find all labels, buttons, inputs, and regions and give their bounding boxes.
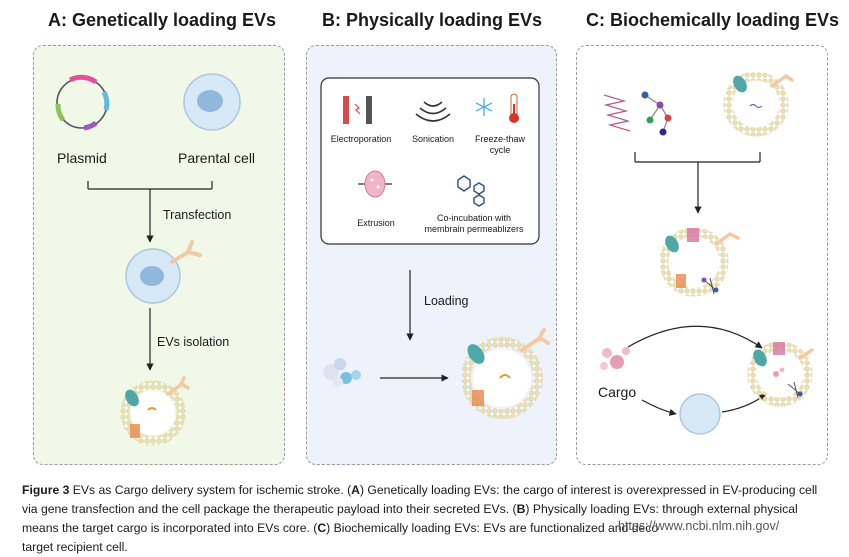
electroporation-label: Electroporation: [330, 134, 392, 144]
panel-b-title: B: Physically loading EVs: [322, 10, 543, 30]
panel-a-connector: [87, 181, 213, 371]
ev-c-functionalized-icon: [659, 227, 740, 297]
panel-c-title: C: Biochemically loading EVs: [586, 10, 840, 30]
parental-cell-icon: [183, 73, 241, 131]
freeze-thaw-icon: [475, 93, 519, 123]
cargo-cluster-b: [323, 358, 361, 387]
ev-b-icon: [461, 328, 550, 419]
figure-number: Figure 3: [22, 483, 70, 497]
freeze-thaw-label-1: Freeze-thaw: [474, 134, 526, 144]
ev-c-top-icon: [723, 71, 794, 137]
panel-c-connector: [634, 152, 761, 214]
parental-cell-label: Parental cell: [178, 150, 256, 166]
caption-ref-c: C: [317, 521, 327, 535]
sonication-icon: [415, 101, 451, 122]
extrusion-icon: [358, 170, 392, 198]
direct-arrow-c: [627, 325, 763, 349]
watermark-url: https://www.ncbi.nlm.nih.gov/: [618, 519, 780, 533]
caption-ref-a: A: [351, 483, 360, 497]
freeze-thaw-label-2: cycle: [489, 145, 511, 155]
transfected-cell-icon: [125, 240, 202, 304]
peptide-icon: [603, 94, 631, 132]
figure-caption: Figure 3 EVs as Cargo delivery system fo…: [22, 481, 832, 557]
molecule-icon: [641, 91, 672, 136]
evs-isolation-label: EVs isolation: [157, 335, 230, 349]
panel-a-title: A: Genetically loading EVs: [48, 10, 277, 30]
loading-label: Loading: [424, 294, 469, 308]
caption-text-5: target recipient cell.: [22, 540, 128, 554]
plasmid-icon: [55, 74, 110, 131]
co-incubation-icon: [457, 175, 485, 207]
extrusion-label: Extrusion: [357, 218, 395, 228]
electroporation-icon: [343, 96, 372, 124]
recipient-cell-icon: [679, 393, 721, 435]
caption-text-3: ) Physically loading EVs: through extern…: [22, 502, 798, 535]
caption-text-1: EVs as Cargo delivery system for ischemi…: [69, 483, 352, 497]
plasmid-label: Plasmid: [57, 150, 107, 166]
cargo-label: Cargo: [598, 384, 637, 400]
caption-text-2: ) Genetically loading EVs: the cargo of …: [22, 483, 818, 516]
ev-c-loaded-icon: [747, 341, 814, 407]
caption-text-4: ) Biochemically loading EVs: EVs are fun…: [326, 521, 659, 535]
ev-a-icon: [120, 376, 190, 446]
cargo-cluster-c: [600, 347, 630, 370]
caption-ref-b: B: [516, 502, 526, 516]
co-incubation-label-2: membrain permeablizers: [424, 224, 524, 234]
co-incubation-label-1: Co-incubation with: [436, 213, 512, 223]
transfection-label: Transfection: [163, 208, 232, 222]
sonication-label: Sonication: [411, 134, 455, 144]
to-cell-arrow-c: [641, 399, 677, 416]
